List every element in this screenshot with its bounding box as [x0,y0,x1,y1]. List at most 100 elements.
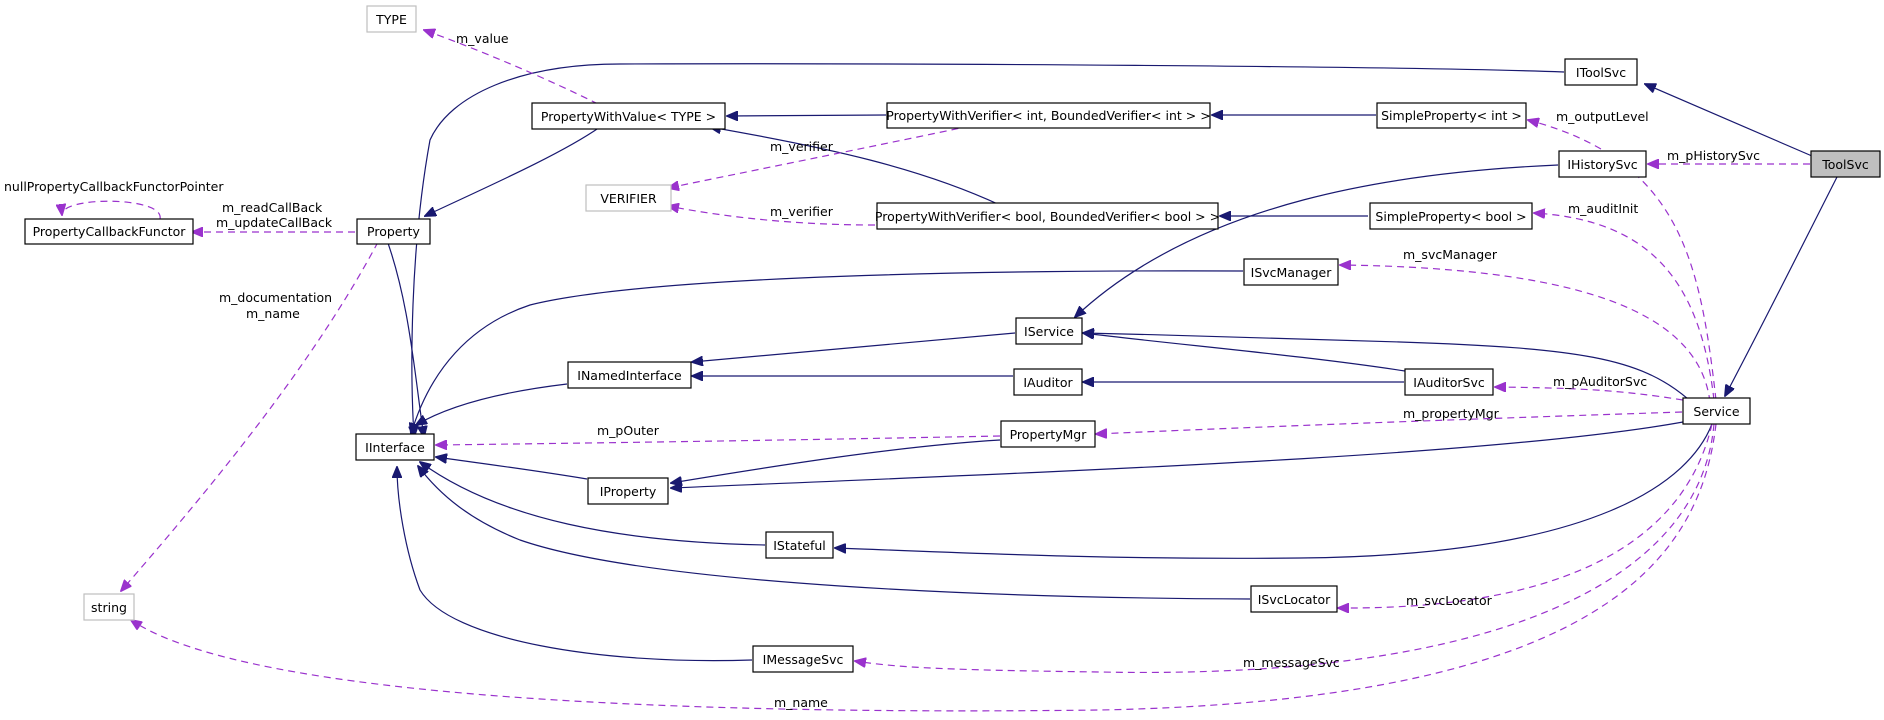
edge-labels: m_value m_verifier m_verifier nullProper… [4,31,1760,710]
label-m-value: m_value [456,31,509,46]
edge-ihistorysvc-to-iservice [1075,164,1559,317]
edge-pwvbool-to-propertywithvalue [710,127,1001,206]
svg-text:PropertyCallbackFunctor: PropertyCallbackFunctor [33,224,187,239]
svg-text:IService: IService [1024,324,1074,339]
label-m-pauditorsvc: m_pAuditorSvc [1553,374,1647,389]
svg-text:IAuditor: IAuditor [1023,375,1073,390]
svg-text:IToolSvc: IToolSvc [1576,65,1626,80]
svg-text:ISvcLocator: ISvcLocator [1258,592,1331,607]
node-itoolsvc[interactable]: IToolSvc [1564,58,1638,86]
svg-text:PropertyWithVerifier< bool, Bo: PropertyWithVerifier< bool, BoundedVerif… [875,209,1220,224]
edge-itoolsvc-to-iinterface [412,63,1565,437]
edge-service-simplepropertyint [1528,120,1717,401]
label-m-svcmanager: m_svcManager [1403,247,1498,262]
node-imessagesvc[interactable]: IMessageSvc [752,645,854,673]
label-m-verifier-int: m_verifier [770,139,834,154]
svg-text:PropertyWithVerifier< int, Bou: PropertyWithVerifier< int, BoundedVerifi… [886,108,1210,123]
label-m-verifier-bool: m_verifier [770,204,834,219]
label-m-propertymgr: m_propertyMgr [1403,406,1500,421]
edge-istateful-to-iinterface [420,462,766,546]
node-service[interactable]: Service [1682,397,1751,425]
svg-text:IHistorySvc: IHistorySvc [1567,157,1637,172]
edge-iservice-to-inamedinterface [692,332,1016,362]
svg-text:SimpleProperty< bool >: SimpleProperty< bool > [1375,209,1526,224]
node-inamedinterface[interactable]: INamedInterface [567,361,692,389]
node-iauditor[interactable]: IAuditor [1013,368,1083,396]
node-propertywithverifier-bool[interactable]: PropertyWithVerifier< bool, BoundedVerif… [875,202,1220,230]
svg-text:PropertyWithValue< TYPE >: PropertyWithValue< TYPE > [541,109,716,124]
node-iinterface[interactable]: IInterface [355,433,435,461]
edge-isvclocator-to-iinterface [418,466,1251,600]
edge-propertymgr-iinterface [436,435,1001,445]
svg-text:IStateful: IStateful [773,538,826,553]
node-ihistorysvc[interactable]: IHistorySvc [1558,150,1647,178]
svg-text:ISvcManager: ISvcManager [1251,265,1333,280]
node-toolsvc[interactable]: ToolSvc [1810,150,1881,178]
svg-text:IProperty: IProperty [600,484,657,499]
node-iproperty[interactable]: IProperty [587,477,669,505]
nodes: TYPE VERIFIER string PropertyCallbackFun… [24,5,1881,673]
edge-toolsvc-to-itoolsvc [1645,84,1813,157]
edge-iproperty-to-iinterface [436,457,588,480]
node-type[interactable]: TYPE [366,5,417,33]
edge-service-isvcmanager [1340,265,1711,403]
node-isvclocator[interactable]: ISvcLocator [1250,585,1338,613]
label-m-pouter: m_pOuter [597,423,660,438]
node-propertymgr[interactable]: PropertyMgr [1000,420,1096,448]
label-null-pointer: nullPropertyCallbackFunctorPointer [4,179,224,194]
edge-iauditorsvc-to-iservice [1083,333,1406,372]
svg-text:Service: Service [1693,404,1740,419]
edge-propertywithvalue-to-property [425,126,601,216]
label-m-name-service: m_name [774,695,828,710]
node-verifier[interactable]: VERIFIER [585,184,672,212]
label-m-documentation: m_documentation [219,290,332,305]
label-m-outputlevel: m_outputLevel [1556,109,1649,124]
edge-service-imessagesvc [855,423,1715,674]
edge-service-to-iservice [1083,333,1689,400]
label-m-svclocator: m_svcLocator [1406,593,1493,608]
edge-pwvbool-m-verifier [668,206,876,226]
member-edges [62,30,1810,712]
svg-text:ToolSvc: ToolSvc [1821,157,1869,172]
node-property[interactable]: Property [356,218,431,245]
label-m-readcallback: m_readCallBack [222,200,323,215]
node-simpleproperty-bool[interactable]: SimpleProperty< bool > [1369,202,1533,230]
edge-service-to-iproperty [671,421,1684,488]
node-isvcmanager[interactable]: ISvcManager [1243,258,1339,286]
label-m-phistorysvc: m_pHistorySvc [1667,148,1760,163]
node-iservice[interactable]: IService [1015,317,1083,345]
label-m-name-property: m_name [246,306,300,321]
edge-pwvint-to-propertywithvalue [727,115,887,116]
edge-service-to-istateful [835,423,1713,559]
svg-text:IMessageSvc: IMessageSvc [763,652,844,667]
svg-text:IInterface: IInterface [365,440,425,455]
node-propertywithverifier-int[interactable]: PropertyWithVerifier< int, BoundedVerifi… [886,102,1211,129]
node-istateful[interactable]: IStateful [765,531,834,559]
node-simpleproperty-int[interactable]: SimpleProperty< int > [1376,102,1527,129]
edge-service-iauditorsvc [1495,387,1684,401]
edge-service-isvclocator [1338,423,1713,608]
node-propertycallbackfunctor[interactable]: PropertyCallbackFunctor [24,218,194,245]
edge-propertymgr-to-iproperty [671,439,1001,483]
svg-text:IAuditorSvc: IAuditorSvc [1413,375,1485,390]
edge-toolsvc-to-service [1725,176,1838,396]
svg-text:INamedInterface: INamedInterface [577,368,682,383]
inheritance-edges [383,63,1838,662]
node-propertywithvalue[interactable]: PropertyWithValue< TYPE > [531,102,726,130]
node-string[interactable]: string [83,593,135,621]
edge-imessagesvc-to-iinterface [397,467,753,662]
node-iauditorsvc[interactable]: IAuditorSvc [1404,368,1494,396]
svg-text:PropertyMgr: PropertyMgr [1010,427,1088,442]
edge-nullpointer-selfloop [62,200,161,220]
svg-text:Property: Property [367,224,420,239]
edge-service-propertymgr [1096,411,1683,434]
edge-property-to-iinterface [383,231,424,437]
edge-inamedinterface-to-iinterface [416,383,568,425]
label-m-messagesvc: m_messageSvc [1243,655,1340,670]
edge-isvcmanager-to-iinterface [411,270,1244,434]
edge-service-string [131,423,1717,712]
svg-text:VERIFIER: VERIFIER [600,191,657,206]
label-m-updatecallback: m_updateCallBack [216,215,333,230]
edge-pwvint-m-verifier [668,125,971,188]
